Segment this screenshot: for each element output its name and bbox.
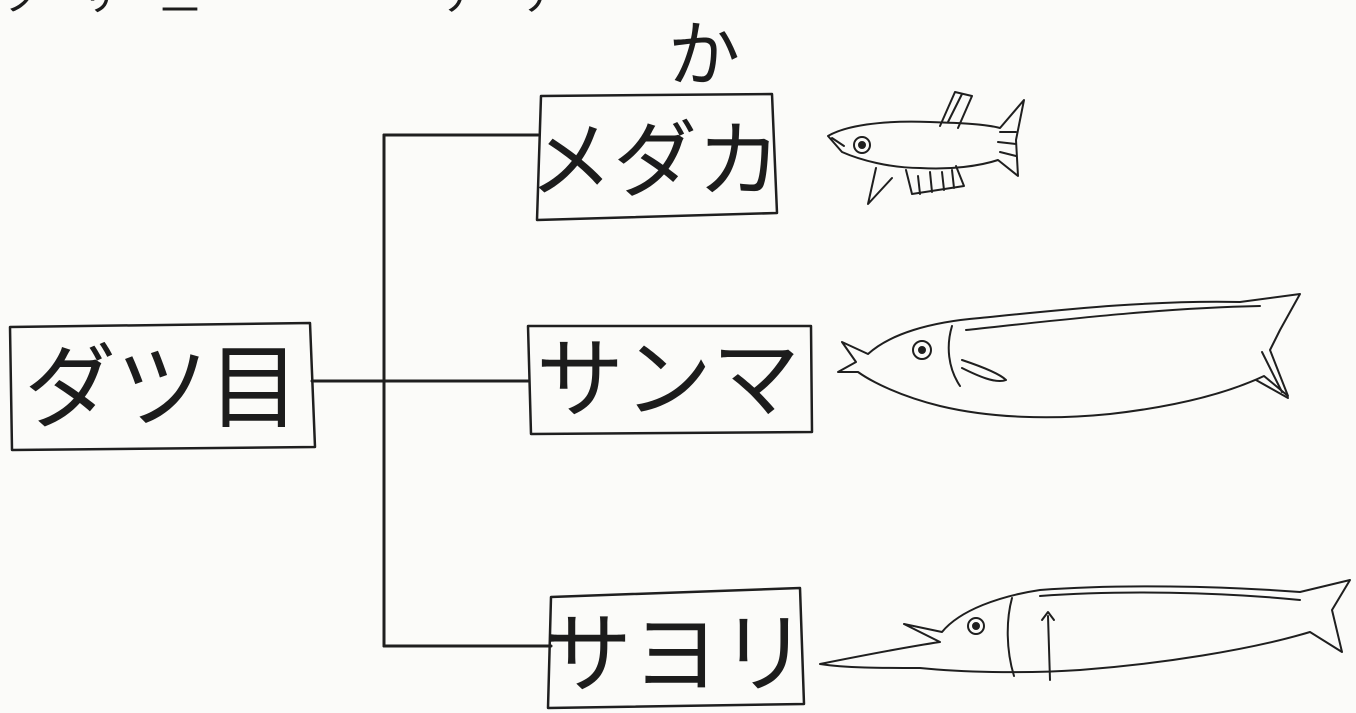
sayori-fish-icon [820, 580, 1350, 680]
tree-connectors [312, 135, 551, 646]
child-node-sanma: サンマ [528, 326, 812, 434]
top-edge-text-fragment: ツ サ 三 ナ ナ [0, 0, 560, 20]
child-node-medaka: メダカ [529, 94, 781, 220]
sanma-fish-icon [838, 294, 1300, 417]
child-node-sayori: サヨリ [544, 588, 808, 708]
root-node: ダツ目 [10, 323, 315, 450]
medaka-fish-icon [828, 92, 1024, 204]
child-node-label: メダカ [529, 112, 781, 210]
child-node-label: サンマ [536, 328, 800, 431]
root-node-label: ダツ目 [24, 335, 300, 442]
annotation-ka: か [668, 13, 740, 97]
child-node-label: サヨリ [544, 603, 808, 706]
